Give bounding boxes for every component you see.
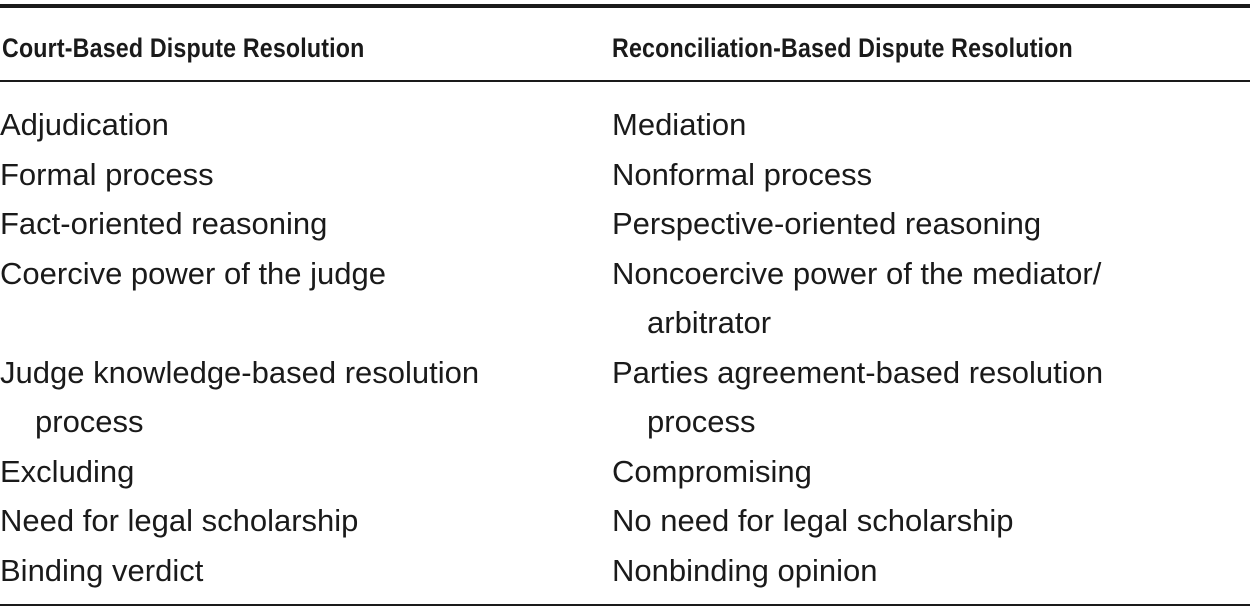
table-row: Need for legal scholarship No need for l… [0, 496, 1250, 546]
table-top-rule [0, 4, 1250, 8]
court-cell: Excluding [0, 453, 135, 489]
table-header-rule [0, 80, 1250, 82]
table-row: Binding verdict Nonbinding opinion [0, 546, 1250, 596]
table-header-row: Court-Based Dispute Resolution Reconcili… [0, 28, 1250, 68]
reconciliation-cell: Nonformal process [612, 156, 873, 192]
reconciliation-cell: Compromising [612, 453, 812, 489]
court-cell: Fact-oriented reasoning [0, 206, 328, 241]
table-bottom-rule [0, 604, 1250, 606]
table-row: Judge knowledge-based resolution process… [0, 348, 1250, 447]
header-reconciliation-based: Reconciliation-Based Dispute Resolution [612, 33, 1073, 63]
table-row: Fact-oriented reasoning Perspective-orie… [0, 199, 1250, 249]
table-row: Coercive power of the judge Noncoercive … [0, 249, 1250, 348]
court-cell: Coercive power of the judge [0, 255, 387, 291]
table-row: Formal process Nonformal process [0, 150, 1250, 200]
reconciliation-cell: Nonbinding opinion [612, 552, 878, 588]
table-row: Excluding Compromising [0, 447, 1250, 497]
reconciliation-cell: Noncoercive power of the mediator/ arbit… [612, 255, 1102, 341]
reconciliation-cell: Mediation [612, 107, 747, 142]
court-cell: Need for legal scholarship [0, 503, 359, 538]
court-cell: Formal process [0, 156, 214, 192]
court-cell: Adjudication [0, 107, 169, 142]
header-court-based: Court-Based Dispute Resolution [2, 33, 365, 63]
reconciliation-cell: No need for legal scholarship [612, 503, 1014, 538]
court-cell: Judge knowledge-based resolution process [0, 354, 480, 440]
reconciliation-cell: Perspective-oriented reasoning [612, 206, 1042, 241]
table-body: Adjudication Mediation Formal process No… [0, 100, 1250, 595]
court-cell: Binding verdict [0, 552, 204, 588]
reconciliation-cell: Parties agreement-based resolution proce… [612, 354, 1104, 440]
table-row: Adjudication Mediation [0, 100, 1250, 150]
